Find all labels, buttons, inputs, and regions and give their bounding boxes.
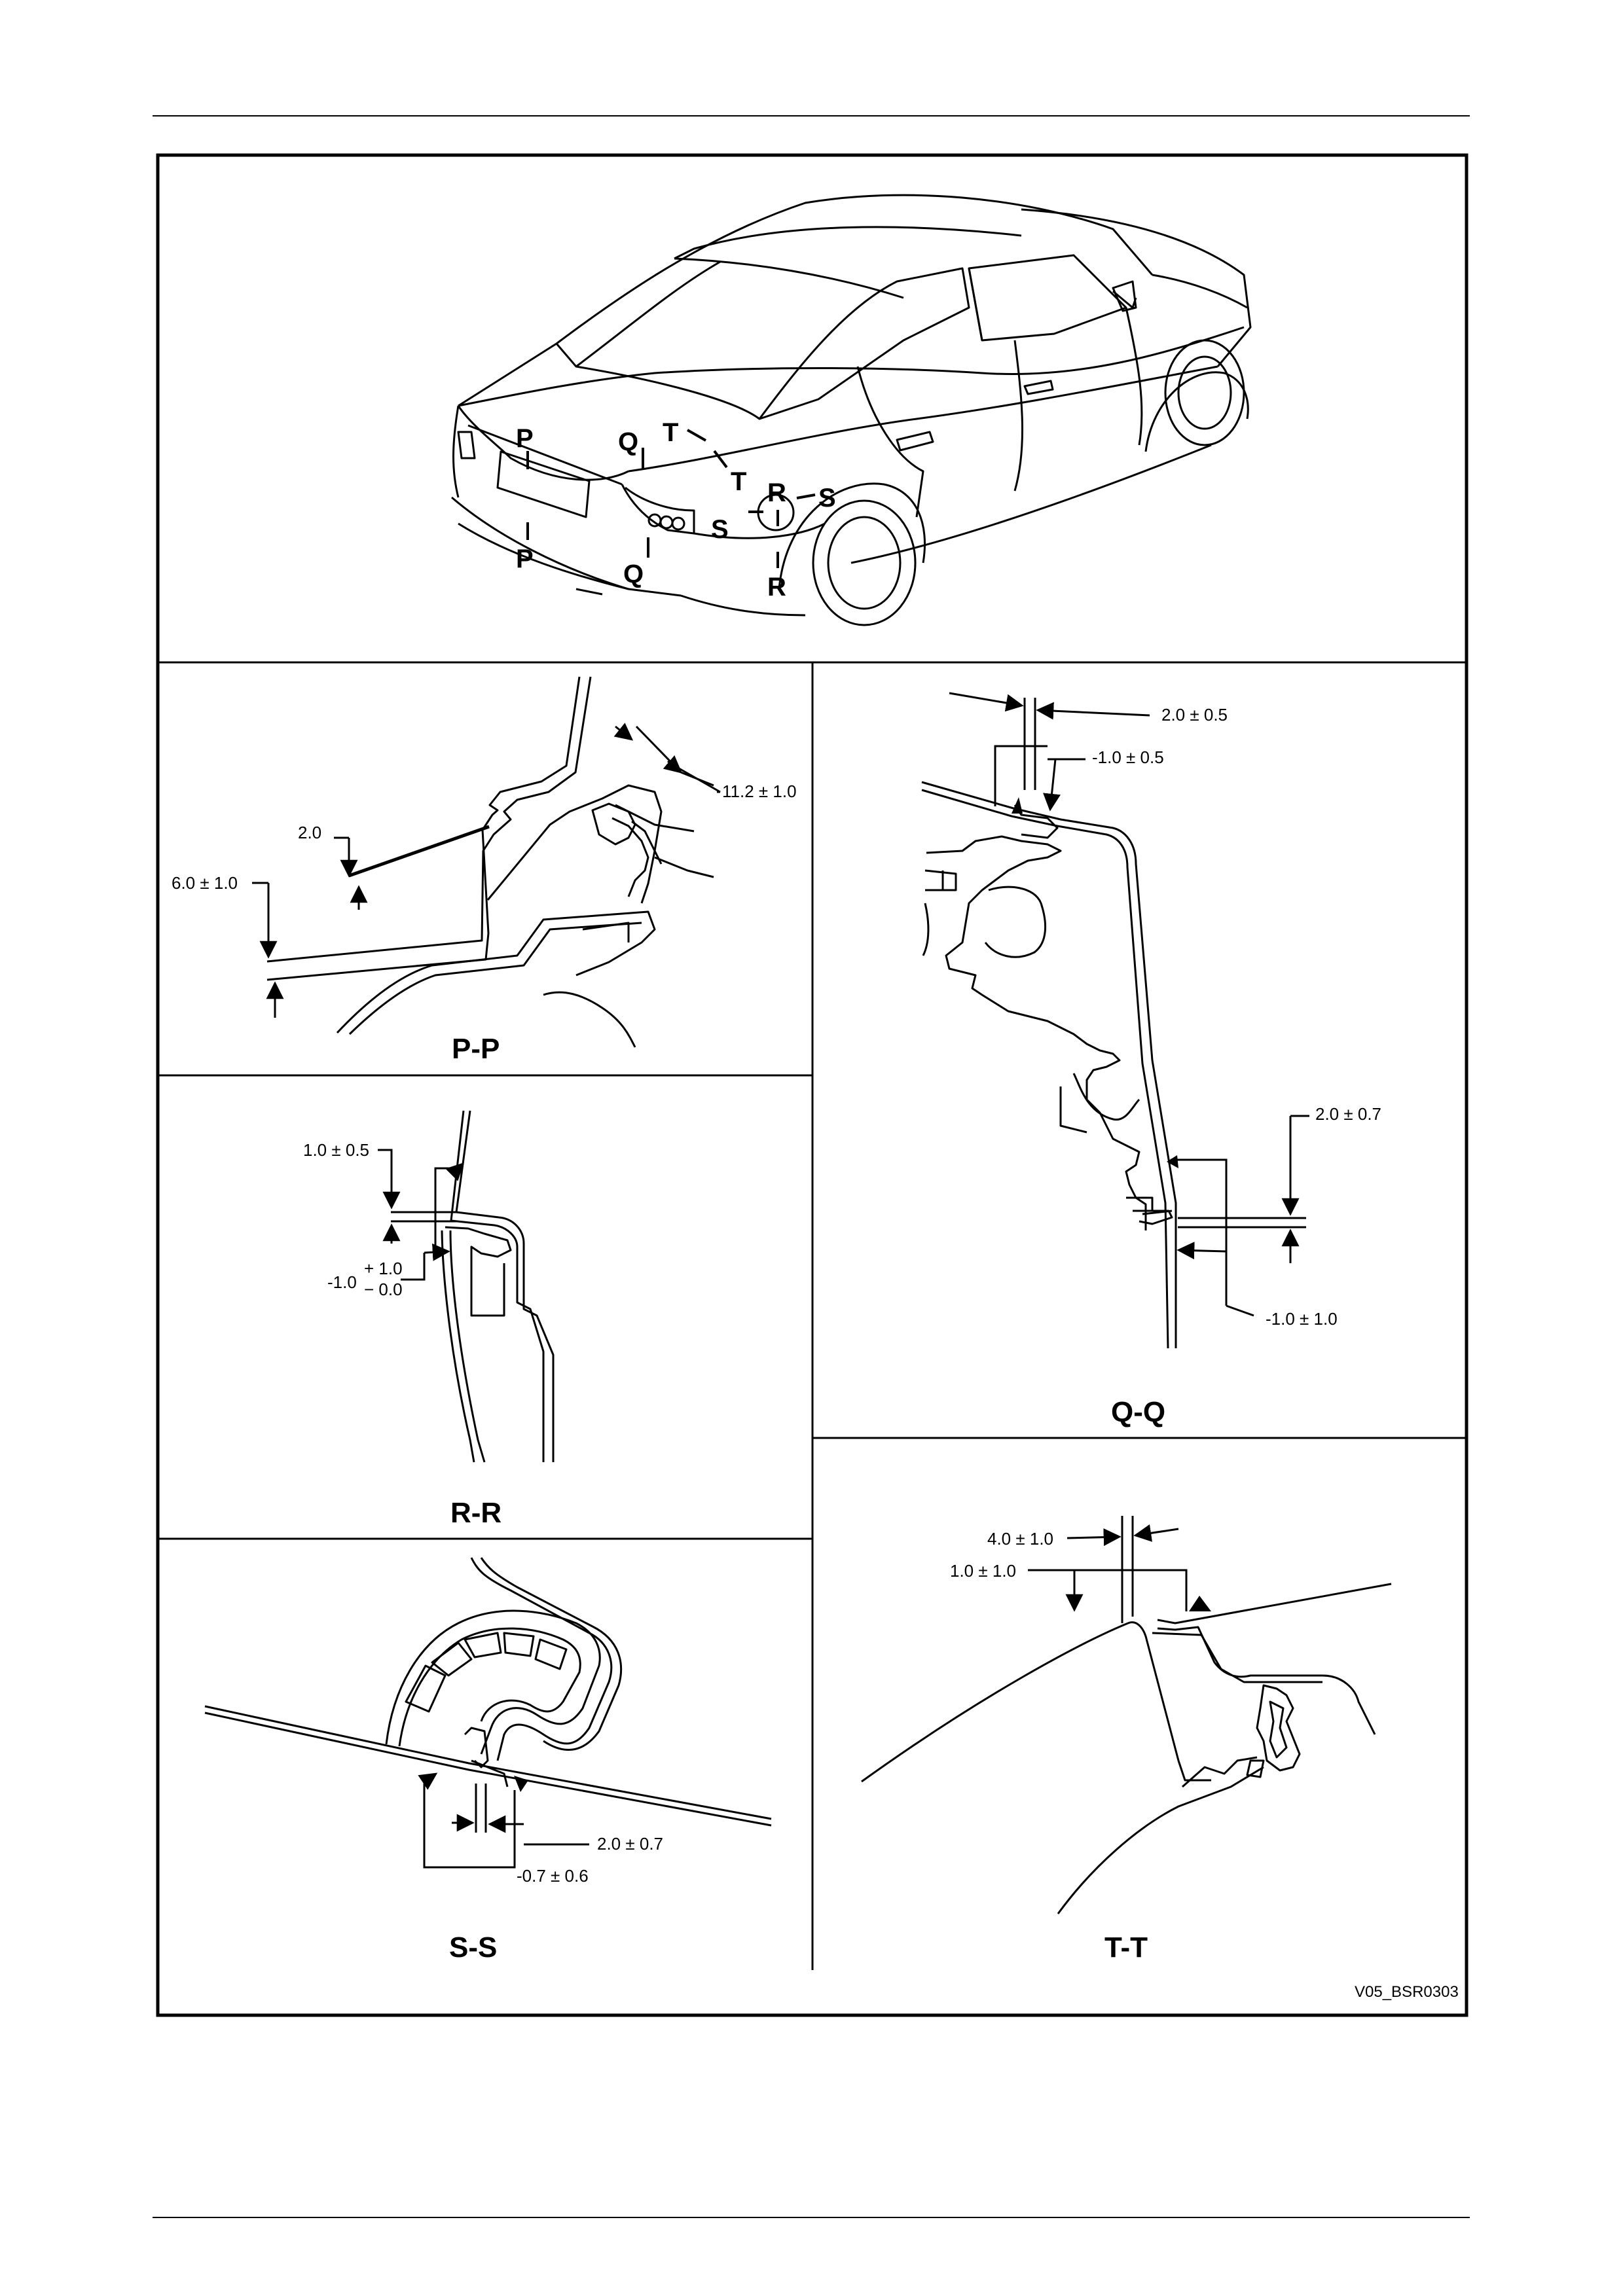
rr-dim-1-0-0-5: 1.0 ± 0.5	[303, 1140, 369, 1160]
qq-dim-neg-1-0-1-0: -1.0 ± 1.0	[1266, 1309, 1338, 1329]
qq-title: Q-Q	[1111, 1396, 1165, 1428]
ss-dim-2-0-0-7: 2.0 ± 0.7	[597, 1834, 663, 1854]
section-t-t: 4.0 ± 1.0 1.0 ± 1.0 T-T	[862, 1516, 1391, 1964]
section-r-r: 1.0 ± 0.5 -1.0 + 1.0 − 0.0 R-R	[303, 1111, 553, 1529]
tt-dim-4-0-1-0: 4.0 ± 1.0	[987, 1529, 1053, 1549]
section-p-p: 11.2 ± 1.0 2.0 6.0 ± 1.0 P-P	[172, 677, 797, 1065]
pp-dim-2-0: 2.0	[298, 823, 321, 842]
marker-q-bottom: Q	[623, 560, 644, 588]
marker-r-top: R	[767, 478, 786, 507]
tt-title: T-T	[1104, 1931, 1148, 1964]
section-q-q: 2.0 ± 0.5 -1.0 ± 0.5 2.0 ± 0.7 -1.0 ± 1.…	[922, 693, 1381, 1428]
marker-s-right: S	[818, 484, 836, 512]
pp-title: P-P	[452, 1033, 500, 1065]
marker-p-bottom: P	[516, 545, 534, 573]
qq-dim-2-0-0-5: 2.0 ± 0.5	[1161, 705, 1228, 725]
pp-dim-11-2: 11.2 ± 1.0	[722, 781, 797, 801]
qq-dim-2-0-0-7: 2.0 ± 0.7	[1315, 1104, 1381, 1124]
rr-title: R-R	[450, 1497, 501, 1529]
ss-title: S-S	[449, 1931, 497, 1964]
rr-dim-plus: + 1.0	[364, 1259, 403, 1278]
tt-datum-icon	[1189, 1596, 1211, 1611]
ss-dim-neg-0-7-0-6: -0.7 ± 0.6	[517, 1866, 589, 1886]
marker-q-top: Q	[618, 427, 638, 456]
rr-dim-minus: − 0.0	[364, 1280, 403, 1299]
qq-dim-neg-1-0-0-5: -1.0 ± 0.5	[1092, 747, 1164, 767]
marker-t-right: T	[731, 467, 746, 496]
figure-reference: V05_BSR0303	[1355, 1983, 1459, 2001]
marker-p-top: P	[516, 424, 534, 453]
marker-r-bottom: R	[767, 573, 786, 601]
section-s-s: 2.0 ± 0.7 -0.7 ± 0.6 S-S	[205, 1558, 771, 1964]
marker-s-left: S	[711, 515, 729, 544]
car-overview-illustration	[452, 195, 1250, 625]
ss-datum-icon	[514, 1776, 528, 1792]
tt-dim-1-0-1-0: 1.0 ± 1.0	[950, 1561, 1016, 1581]
qq-datum-top-icon	[1012, 797, 1023, 814]
marker-t-left: T	[663, 418, 678, 447]
rr-dim-neg-1-0: -1.0	[327, 1272, 357, 1292]
pp-dim-6-0: 6.0 ± 1.0	[172, 873, 238, 893]
